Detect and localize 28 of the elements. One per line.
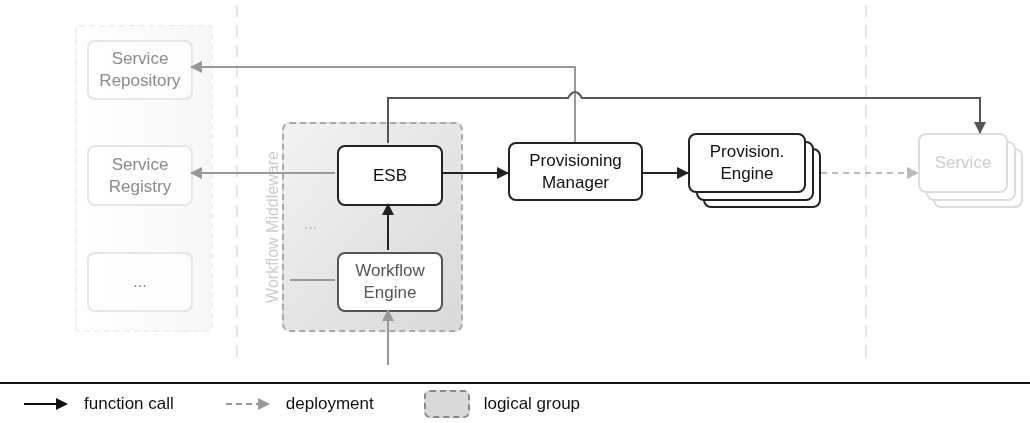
process-box [337,145,443,206]
arrow [820,167,919,179]
node-label: Service Repository [98,48,182,92]
node-label: Provisioning Manager [528,149,623,194]
process-box [337,252,443,312]
process-box [87,252,193,312]
arrow [190,61,576,143]
arrow [440,167,509,179]
node-label: Service Registry [107,153,173,198]
ellipsis-label: ... [304,216,318,232]
node-label: ... [132,271,148,293]
arrow [382,203,394,251]
arrow [387,91,986,144]
node-label: Workflow Engine [354,260,426,304]
process-box [87,40,193,100]
arrow [190,167,336,179]
node-label: ESB [373,164,407,187]
arrow [382,309,394,366]
process-box [87,145,193,206]
node-label: Provision. Engine [708,141,786,185]
process-box [508,142,643,201]
legend-label: logical group [483,393,581,416]
group-panel [75,25,213,332]
stacked-process-box [688,133,821,208]
arrow [642,167,689,179]
stacked-process-box [918,133,1023,208]
legend-label: deployment [285,393,374,416]
legend-label: function call [84,393,174,416]
